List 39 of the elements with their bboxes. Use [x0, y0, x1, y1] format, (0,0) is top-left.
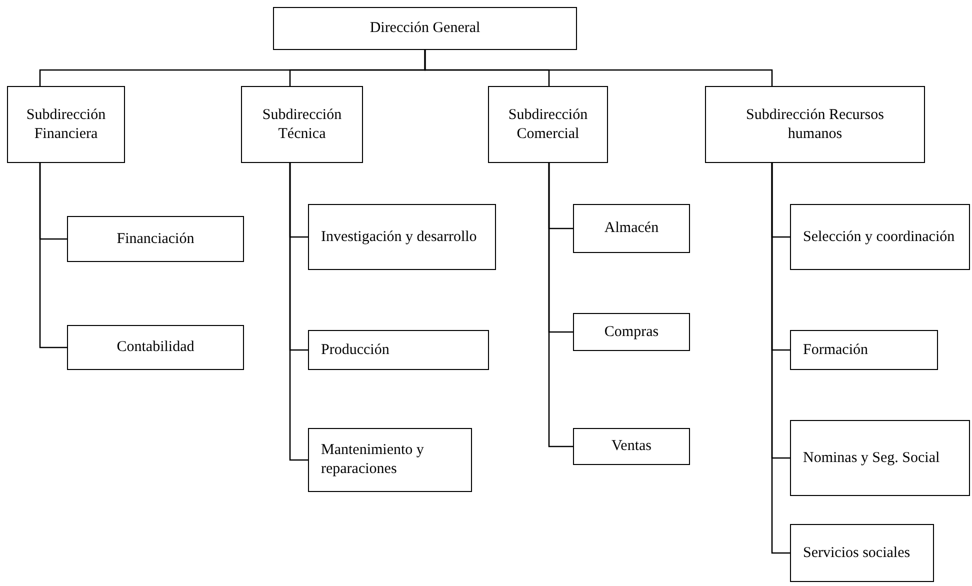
- connector-line: [289, 163, 308, 461]
- box-label: Almacén: [604, 219, 659, 238]
- box-label: Nominas y Seg. Social: [803, 448, 940, 468]
- org-box: [573, 204, 690, 253]
- box-label: Financiación: [116, 230, 194, 248]
- box-label: Ventas: [612, 437, 652, 456]
- org-box: [308, 204, 496, 270]
- box-label: Compras: [604, 322, 659, 342]
- box-label: Mantenimiento y reparaciones: [321, 441, 425, 479]
- org-box: [308, 428, 472, 492]
- box-label: Producción: [321, 340, 390, 360]
- box-label: Subdirección Financiera: [25, 106, 107, 144]
- box-label: Dirección General: [370, 19, 480, 38]
- org-box: [488, 86, 608, 163]
- box-label: Selección y coordinación: [803, 228, 955, 246]
- box-label: Contabilidad: [116, 338, 194, 357]
- box-label: Investigación y desarrollo: [321, 228, 477, 246]
- org-box: [67, 216, 244, 262]
- org-box: [308, 330, 489, 370]
- org-box: [790, 330, 938, 370]
- connector-line: [39, 163, 67, 348]
- connector-line: [424, 50, 773, 86]
- org-box: [241, 86, 363, 163]
- org-box: [573, 313, 690, 351]
- box-label: Servicios sociales: [803, 544, 910, 562]
- org-box: [790, 420, 970, 496]
- org-box: [573, 428, 690, 465]
- org-box: [273, 7, 577, 50]
- box-label: Subdirección Comercial: [507, 106, 589, 144]
- org-box: [7, 86, 125, 163]
- connector-line: [548, 163, 573, 448]
- org-box: [790, 204, 970, 270]
- box-label: Subdirección Técnica: [261, 106, 343, 144]
- box-label: Formación: [803, 340, 868, 360]
- org-box: [67, 325, 244, 370]
- org-box: [790, 524, 934, 582]
- org-box: [705, 86, 925, 163]
- box-label: Subdirección Recursos humanos: [745, 106, 885, 144]
- connector-line: [771, 163, 790, 554]
